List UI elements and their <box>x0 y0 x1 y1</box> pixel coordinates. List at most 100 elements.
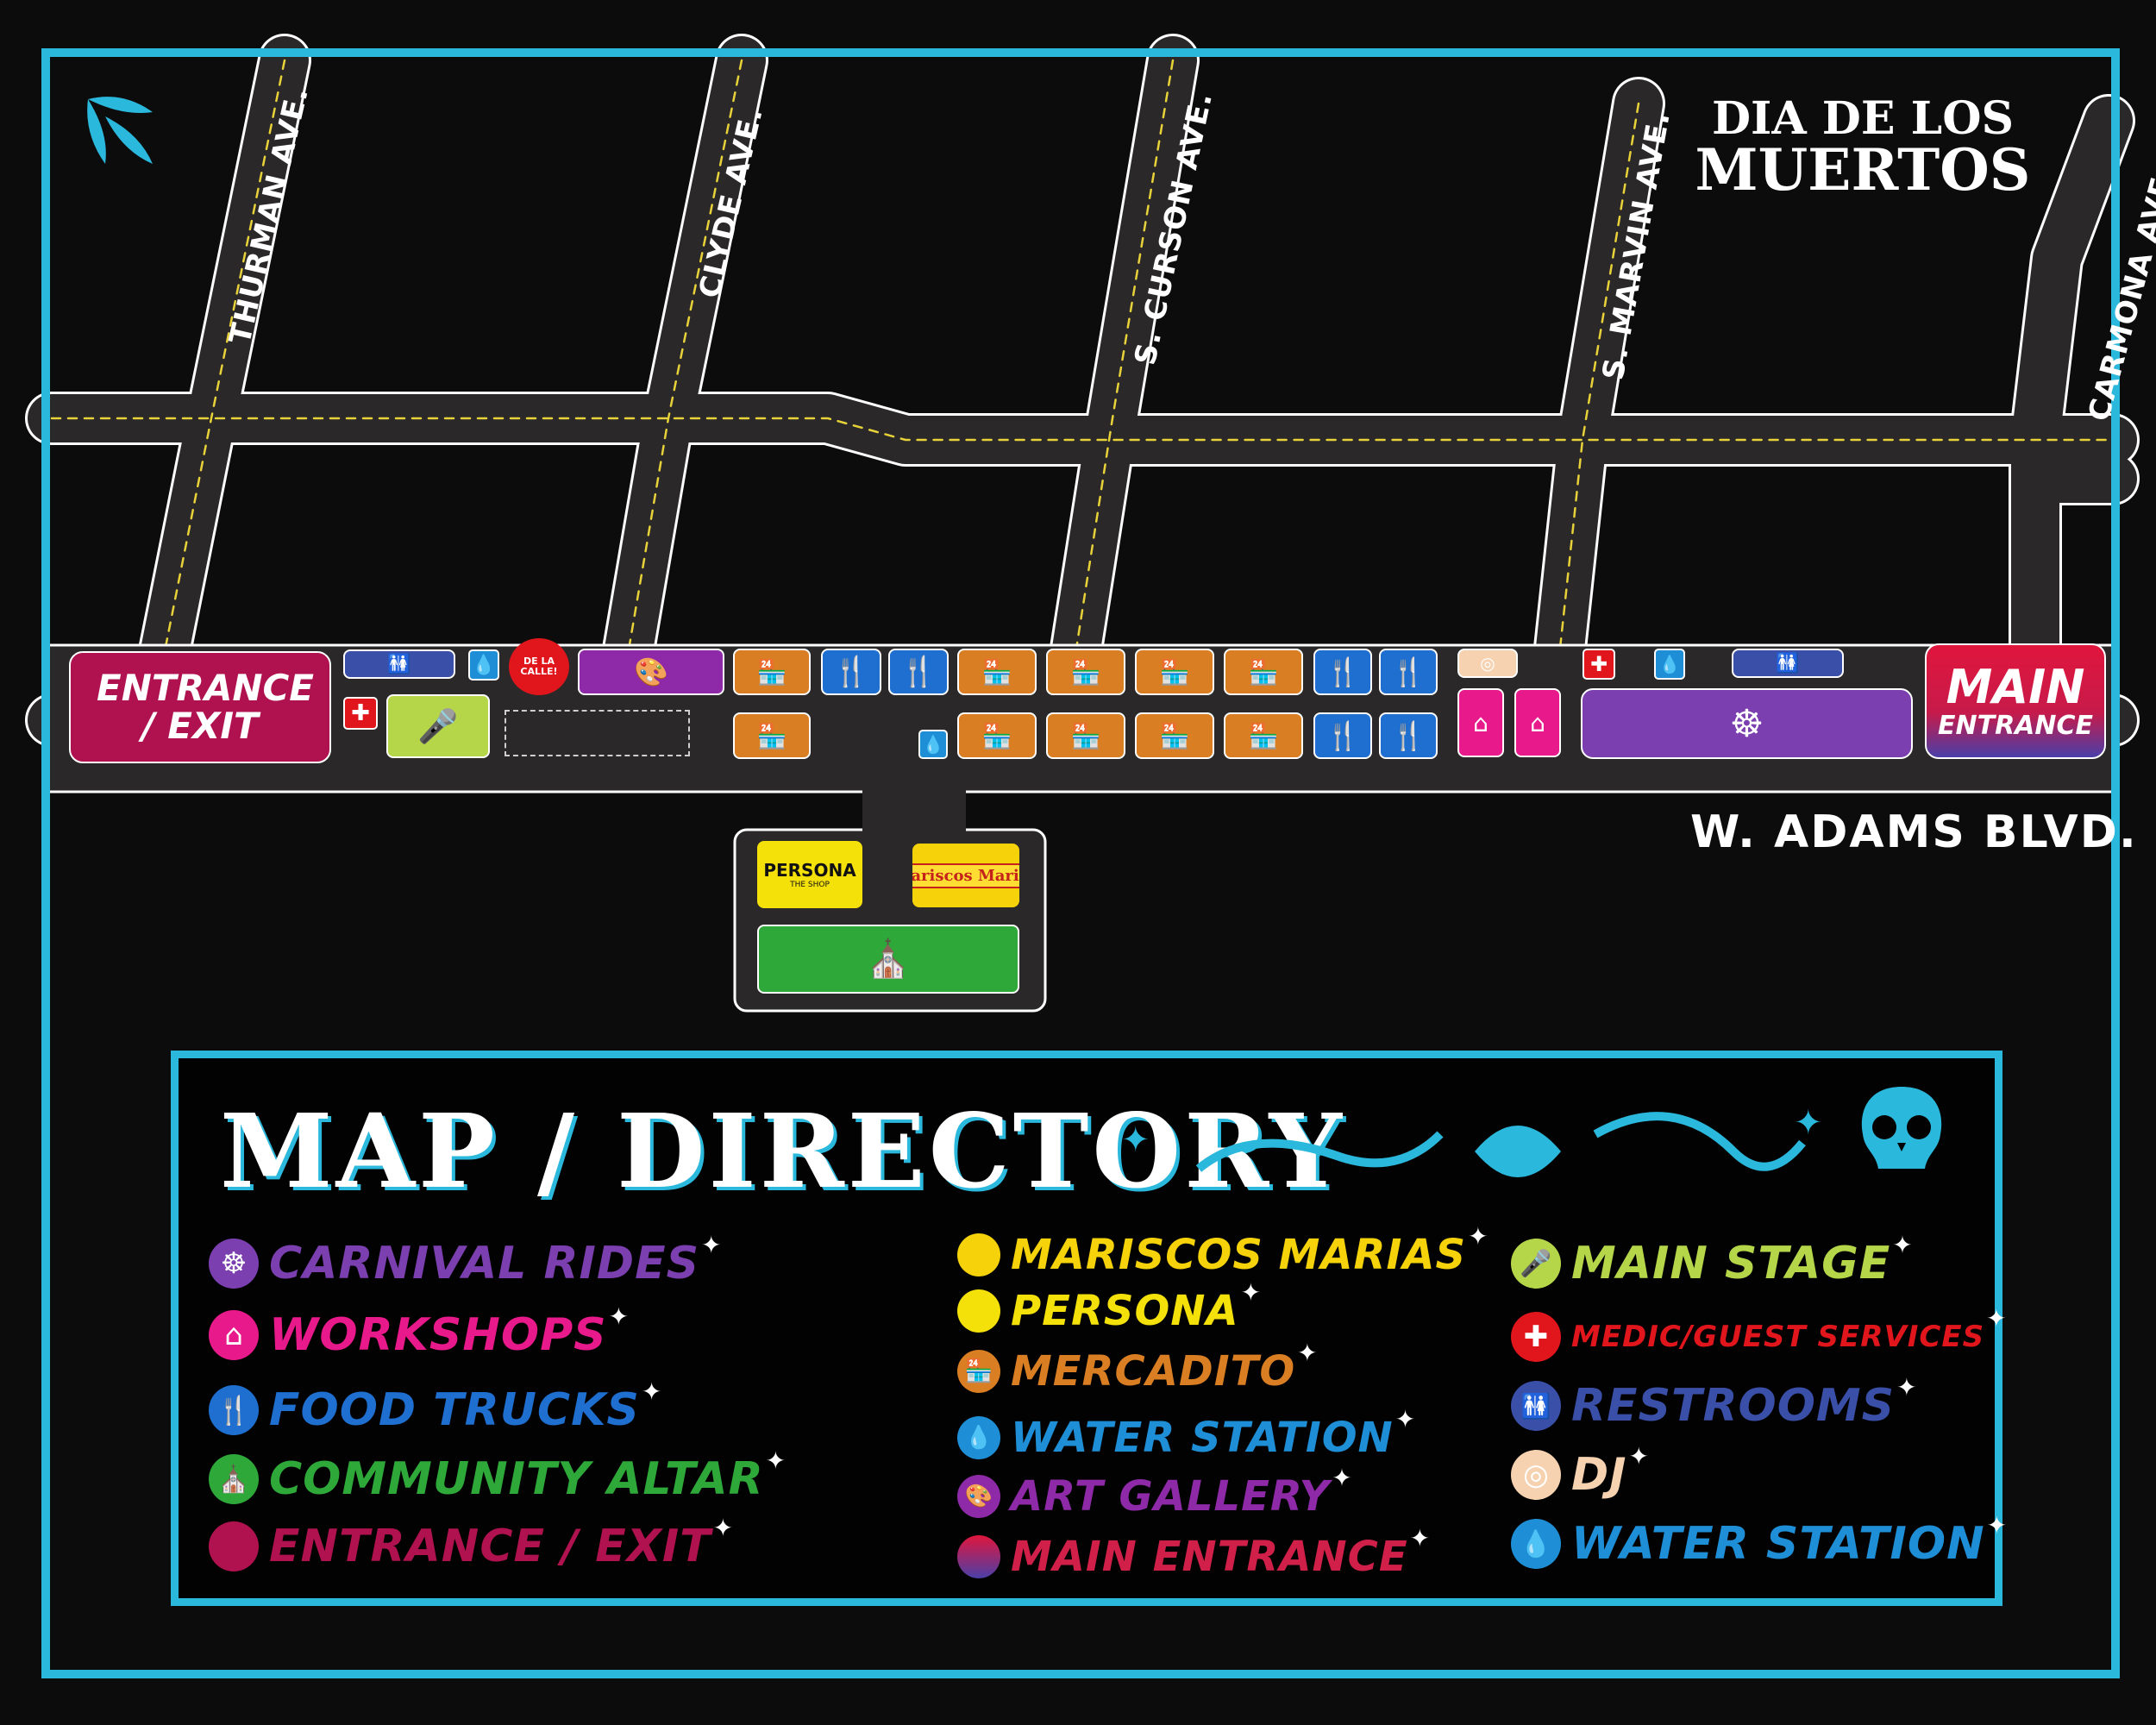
medic-cross-icon: ✚ <box>1589 652 1608 676</box>
fork-spoon-icon: 🍴 <box>832 655 870 689</box>
medic-booth-east[interactable]: ✚ <box>1583 649 1615 680</box>
mercadito-stall[interactable]: 🏪 <box>957 712 1037 759</box>
market-stall-icon: 🏪 <box>981 721 1012 750</box>
legend-label: CARNIVAL RIDES <box>269 1238 700 1289</box>
food-truck-booth[interactable]: 🍴 <box>1379 712 1438 759</box>
entrance-exit-label: ENTRANCE / EXIT <box>97 666 314 747</box>
food-truck-booth[interactable]: 🍴 <box>821 649 881 695</box>
dj-record-icon: ◎ <box>1480 653 1495 674</box>
main-entrance-zone[interactable]: MAIN ENTRANCE <box>1925 643 2106 759</box>
art-gallery-booth[interactable]: 🎨 <box>578 649 724 695</box>
legend-main-entrance: MAIN ENTRANCE✦ <box>957 1524 1430 1583</box>
fork-spoon-icon: 🍴 <box>1326 719 1360 752</box>
food-truck-booth[interactable]: 🍴 <box>1379 649 1438 695</box>
mercadito-stall[interactable]: 🏪 <box>1224 712 1303 759</box>
main-entrance-label-1: MAIN <box>1946 659 2085 714</box>
market-stall-icon: 🏪 <box>756 657 787 687</box>
svg-text:✦: ✦ <box>1794 1103 1823 1143</box>
legend-label: FOOD TRUCKS <box>269 1384 640 1436</box>
fork-spoon-icon: 🍴 <box>209 1385 259 1435</box>
legend-mariscos-marias: MARISCOS MARIAS✦ <box>957 1222 1489 1281</box>
market-stall-icon: 🏪 <box>1070 721 1101 750</box>
legend-label: PERSONA <box>1011 1287 1239 1335</box>
legend-water-station-2: 💧 WATER STATION✦ <box>1511 1511 2007 1570</box>
dj-booth[interactable]: ◎ <box>1457 649 1518 678</box>
fork-spoon-icon: 🍴 <box>1391 656 1426 688</box>
workshop-booth[interactable]: ⌂ <box>1514 688 1561 757</box>
entrance-exit-zone[interactable]: ENTRANCE / EXIT <box>69 651 331 763</box>
svg-text:✦: ✦ <box>1121 1120 1150 1160</box>
event-title: DIA DE LOS MUERTOS <box>1690 97 2035 199</box>
food-truck-booth[interactable]: 🍴 <box>1313 712 1372 759</box>
legend-workshops: ⌂ WORKSHOPS✦ <box>209 1302 629 1361</box>
market-stall-icon: 🏪 <box>1070 657 1101 687</box>
restroom-booth-west[interactable]: 🚻 <box>343 649 455 679</box>
palette-icon: 🎨 <box>957 1475 1000 1518</box>
legend-art-gallery: 🎨 ART GALLERY✦ <box>957 1464 1352 1522</box>
de-la-calle-label: DE LA CALLE! <box>520 655 558 677</box>
medic-cross-icon: ✚ <box>351 700 370 726</box>
persona-label: PERSONA <box>763 860 856 881</box>
legend-medic-guest-services: ✚ MEDIC/GUEST SERVICES✦ <box>1511 1304 2007 1363</box>
legend-food-trucks: 🍴 FOOD TRUCKS✦ <box>209 1377 661 1436</box>
de-la-calle-booth[interactable]: DE LA CALLE! <box>509 638 569 695</box>
workshop-booth[interactable]: ⌂ <box>1457 688 1504 757</box>
legend-main-stage: 🎤 MAIN STAGE✦ <box>1511 1231 1913 1289</box>
legend-label: MARISCOS MARIAS <box>1011 1231 1467 1279</box>
main-entrance-label-2: ENTRANCE <box>1938 710 2093 741</box>
legend-label: MAIN STAGE <box>1571 1238 1891 1289</box>
water-station-east[interactable]: 💧 <box>1654 649 1685 680</box>
medic-booth-west[interactable]: ✚ <box>343 697 378 730</box>
restroom-icon: 🚻 <box>1511 1381 1561 1431</box>
mercadito-stall[interactable]: 🏪 <box>733 649 811 695</box>
main-stage-booth[interactable]: 🎤 <box>386 694 490 758</box>
map-frame <box>41 48 2120 1678</box>
food-truck-booth[interactable]: 🍴 <box>1313 649 1372 695</box>
market-stall-icon: 🏪 <box>1248 657 1279 687</box>
water-drop-icon: 💧 <box>472 654 496 676</box>
legend-entrance-exit: ENTRANCE / EXIT✦ <box>209 1514 733 1572</box>
restroom-booth-east[interactable]: 🚻 <box>1732 649 1844 678</box>
fork-spoon-icon: 🍴 <box>899 655 937 689</box>
workshop-icon: ⌂ <box>1530 708 1545 737</box>
mercadito-stall[interactable]: 🏪 <box>1046 712 1125 759</box>
persona-sublabel: THE SHOP <box>790 881 830 889</box>
sugar-skull-icon <box>1861 1087 1942 1169</box>
water-drop-icon: 💧 <box>1658 654 1681 674</box>
market-stall-icon: 🏪 <box>957 1350 1000 1393</box>
market-stall-icon: 🏪 <box>1159 657 1190 687</box>
water-station-center[interactable]: 💧 <box>918 730 948 759</box>
mercadito-stall[interactable]: 🏪 <box>1135 712 1214 759</box>
legend-label: MAIN ENTRANCE <box>1011 1533 1408 1581</box>
market-stall-icon: 🏪 <box>1248 721 1279 750</box>
persona-booth[interactable]: PERSONA THE SHOP <box>757 841 862 908</box>
legend-water-station: 💧 WATER STATION✦ <box>957 1405 1415 1464</box>
carnival-rides-zone[interactable]: ☸ <box>1581 688 1913 759</box>
community-altar-booth[interactable]: ⛪ <box>757 925 1019 994</box>
directory-panel <box>171 1051 2002 1606</box>
legend-label: RESTROOMS <box>1571 1380 1896 1432</box>
legend-label: WORKSHOPS <box>269 1309 607 1361</box>
food-truck-booth[interactable]: 🍴 <box>888 649 949 695</box>
legend-label: ART GALLERY <box>1011 1472 1331 1521</box>
legend-dj: ◎ DJ✦ <box>1511 1442 1649 1501</box>
palette-icon: 🎨 <box>634 656 668 688</box>
legend-community-altar: ⛪ COMMUNITY ALTAR✦ <box>209 1446 786 1505</box>
mercadito-stall[interactable]: 🏪 <box>1224 649 1303 695</box>
mercadito-stall[interactable]: 🏪 <box>957 649 1037 695</box>
ferris-wheel-icon: ☸ <box>209 1239 259 1289</box>
restroom-icon: 🚻 <box>387 653 411 675</box>
medic-cross-icon: ✚ <box>1511 1312 1561 1362</box>
mercadito-stall[interactable]: 🏪 <box>1046 649 1125 695</box>
microphone-icon: 🎤 <box>417 706 459 745</box>
water-station-west[interactable]: 💧 <box>468 649 499 681</box>
water-drop-icon: 💧 <box>922 734 944 755</box>
mercadito-stall[interactable]: 🏪 <box>733 712 811 759</box>
ferris-wheel-icon: ☸ <box>1729 701 1764 746</box>
market-stall-icon: 🏪 <box>981 657 1012 687</box>
altar-icon: ⛪ <box>209 1454 259 1504</box>
mercadito-stall[interactable]: 🏪 <box>1135 649 1214 695</box>
mariscos-booth[interactable]: Mariscos Marias <box>912 844 1019 907</box>
legend-label: WATER STATION <box>1571 1518 1985 1570</box>
empty-slot <box>505 710 690 756</box>
